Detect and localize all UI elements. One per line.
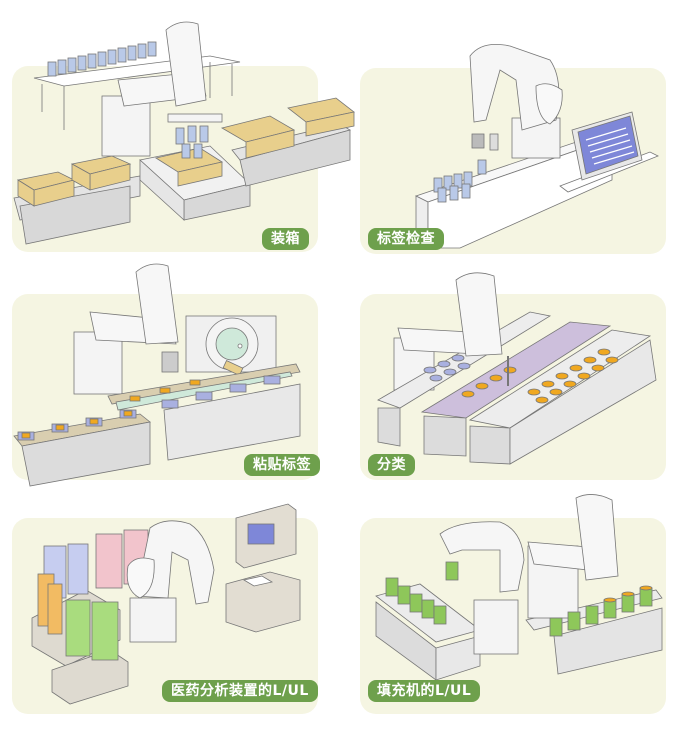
robot-column <box>165 21 207 107</box>
robot-base <box>129 597 177 643</box>
items-on-conveyor <box>17 375 281 441</box>
labeling-illustration <box>13 263 301 487</box>
label-badge-filler: 填充机的L/UL <box>368 680 481 702</box>
panel-sorting: 分类 <box>350 260 700 490</box>
six-axis-arm <box>135 520 215 605</box>
cans <box>385 561 653 637</box>
monitor-screen <box>577 115 639 175</box>
bottles-on-table <box>47 41 157 77</box>
label-badge-boxing: 装箱 <box>262 228 309 250</box>
label-badge-sorting: 分类 <box>368 454 415 476</box>
robot-base <box>73 331 123 395</box>
gripper <box>471 133 485 149</box>
sorting-illustration <box>377 272 657 465</box>
label-badge-pharma-analyzer: 医药分析装置的L/UL <box>162 680 318 702</box>
label-inspection-illustration <box>414 43 659 249</box>
bottles <box>433 159 487 203</box>
open-boxes <box>154 97 355 187</box>
boxing-illustration <box>13 21 355 245</box>
label-badge-labeling: 粘贴标签 <box>244 454 320 476</box>
panel-labeling: 粘贴标签 <box>0 260 340 490</box>
rack-green <box>65 599 91 657</box>
panel-label-inspection: 标签检查 <box>350 0 700 260</box>
unsorted-items <box>423 354 471 382</box>
six-axis-arm <box>469 43 560 131</box>
label-tape <box>115 371 293 411</box>
gripped-bottles <box>175 125 209 159</box>
panel-pharma-analyzer: 医药分析装置的L/UL <box>0 490 340 730</box>
filler-illustration <box>375 494 663 681</box>
label-badge-label-inspection: 标签检查 <box>368 228 444 250</box>
robot-column <box>455 272 503 357</box>
closed-boxes <box>16 155 132 207</box>
analyzer-screen <box>247 523 275 545</box>
six-axis-arm <box>439 521 525 593</box>
panel-filler: 填充机的L/UL <box>350 490 700 730</box>
sorted-items <box>461 348 619 404</box>
scara-column <box>575 494 619 581</box>
six-axis-robot-base <box>473 599 519 655</box>
robot-column <box>135 263 179 345</box>
panel-boxing: 装箱 <box>0 0 355 260</box>
gripper <box>161 351 179 373</box>
pharma-analyzer-illustration <box>31 503 301 705</box>
analyzer-console <box>225 571 301 633</box>
rack-pink <box>95 533 123 589</box>
